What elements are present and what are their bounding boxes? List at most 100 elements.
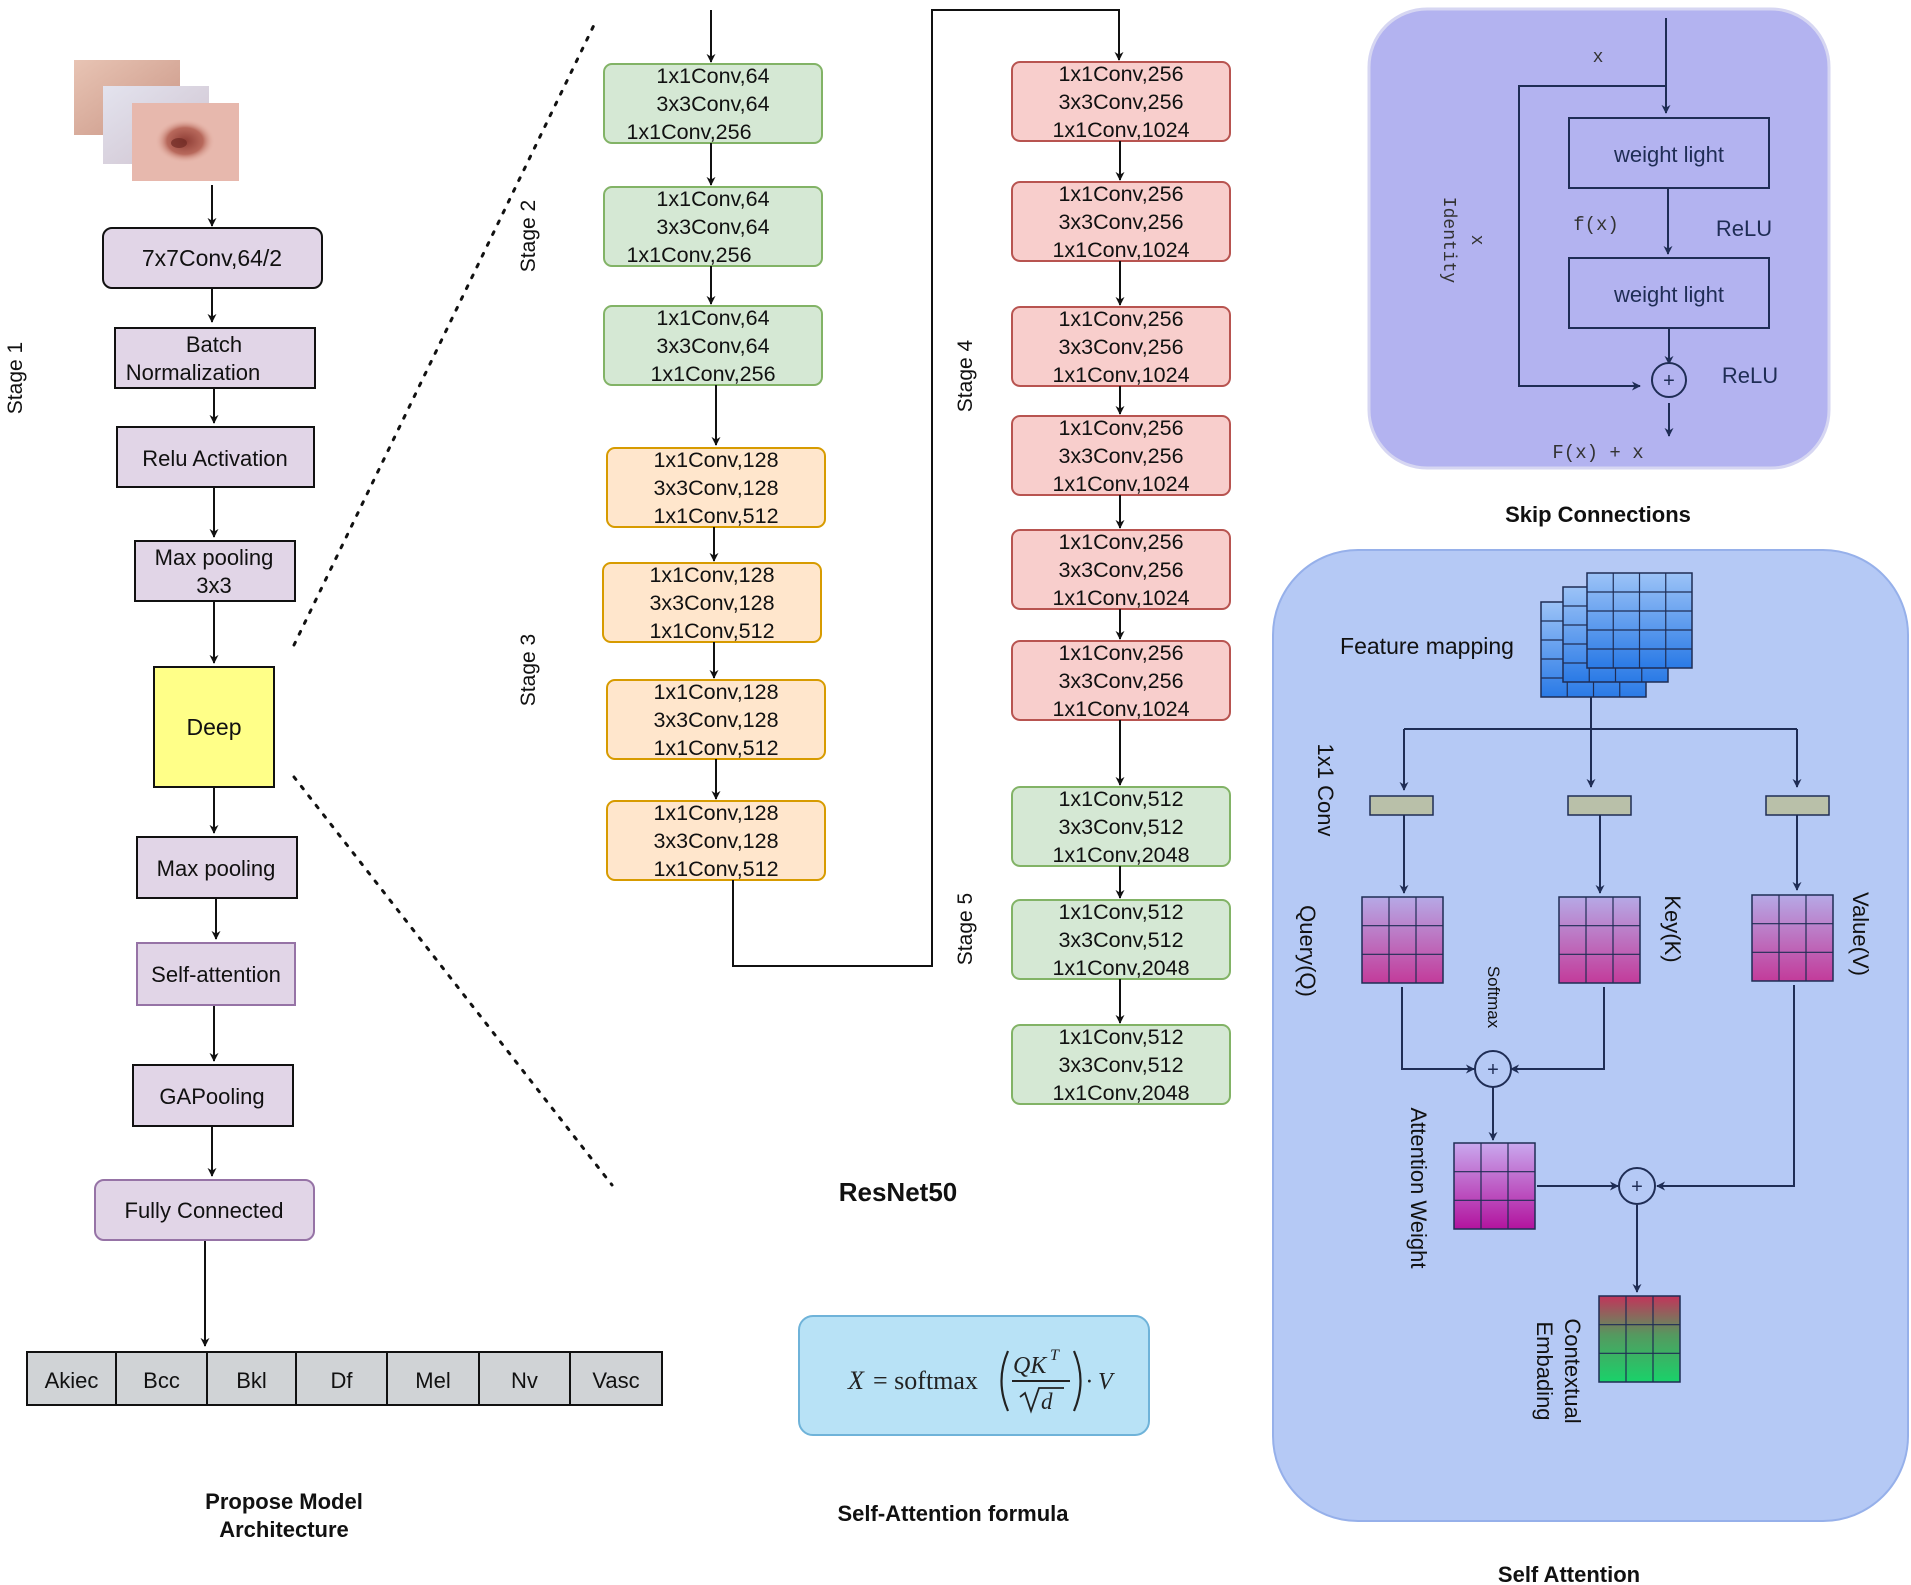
svg-text:Vasc: Vasc xyxy=(592,1368,639,1393)
query-matrix xyxy=(1361,896,1444,984)
value-matrix xyxy=(1751,894,1834,982)
svg-text:Bkl: Bkl xyxy=(236,1368,267,1393)
architecture-caption: Propose Model Architecture xyxy=(205,1489,363,1542)
svg-text:1x1Conv,256: 1x1Conv,256 xyxy=(626,120,751,144)
sum-node-icon xyxy=(1618,1167,1656,1205)
max-pooling-box: Max pooling xyxy=(136,836,298,899)
class-cell-vasc: Vasc xyxy=(569,1351,663,1406)
self-attention-caption: Self Attention xyxy=(1498,1562,1640,1585)
svg-text:1x1Conv,2048: 1x1Conv,2048 xyxy=(1052,843,1189,867)
svg-text:3x3: 3x3 xyxy=(196,573,231,598)
svg-text:Fully Connected: Fully Connected xyxy=(125,1198,284,1223)
svg-text:1x1Conv,1024: 1x1Conv,1024 xyxy=(1052,118,1189,142)
skip-connections-caption: Skip Connections xyxy=(1505,502,1691,527)
svg-text:Bcc: Bcc xyxy=(143,1368,180,1393)
class-cell-mel: Mel xyxy=(386,1351,480,1406)
svg-text:1x1Conv,512: 1x1Conv,512 xyxy=(653,736,778,760)
svg-text:1x1Conv,256: 1x1Conv,256 xyxy=(650,362,775,386)
stage2-block-2: 1x1Conv,64 3x3Conv,64 1x1Conv,256 xyxy=(603,186,823,267)
svg-text:Batch: Batch xyxy=(186,332,242,357)
stage1-label: Stage 1 xyxy=(4,342,27,414)
svg-text:3x3Conv,128: 3x3Conv,128 xyxy=(653,708,778,732)
svg-text:f(x): f(x) xyxy=(1573,214,1619,236)
svg-text:3x3Conv,256: 3x3Conv,256 xyxy=(1058,444,1183,468)
svg-text:Query(Q): Query(Q) xyxy=(1295,905,1320,997)
svg-text:· V: · V xyxy=(1086,1369,1115,1395)
svg-text:3x3Conv,256: 3x3Conv,256 xyxy=(1058,558,1183,582)
svg-text:Mel: Mel xyxy=(415,1368,450,1393)
conv-bar xyxy=(1567,795,1632,816)
svg-text:1x1Conv,256: 1x1Conv,256 xyxy=(1058,641,1183,665)
svg-text:+: + xyxy=(1631,1176,1643,1198)
relu-activation-box: Relu Activation xyxy=(116,426,315,488)
svg-text:1x1Conv,1024: 1x1Conv,1024 xyxy=(1052,238,1189,262)
max-pooling-3x3-box: Max pooling 3x3 xyxy=(134,540,296,602)
svg-text:3x3Conv,256: 3x3Conv,256 xyxy=(1058,90,1183,114)
svg-text:Relu Activation: Relu Activation xyxy=(142,446,288,471)
svg-text:Embading: Embading xyxy=(1532,1321,1557,1420)
flow-line xyxy=(1401,987,1475,1074)
svg-text:Identity: Identity xyxy=(1438,197,1458,284)
stage-label: Stage 4 xyxy=(954,339,977,412)
svg-text:3x3Conv,128: 3x3Conv,128 xyxy=(653,476,778,500)
svg-text:3x3Conv,512: 3x3Conv,512 xyxy=(1058,815,1183,839)
svg-text:1x1Conv,64: 1x1Conv,64 xyxy=(656,64,769,88)
svg-text:1x1Conv,512: 1x1Conv,512 xyxy=(1058,900,1183,924)
zoom-dotted-lines xyxy=(292,23,614,1187)
svg-text:ReLU: ReLU xyxy=(1716,216,1772,241)
class-output-bar: Akiec Bcc Bkl Df Mel Nv Vasc xyxy=(26,1351,663,1406)
svg-text:1x1Conv,512: 1x1Conv,512 xyxy=(649,619,774,643)
svg-text:x: x xyxy=(1466,235,1486,246)
svg-text:Df: Df xyxy=(331,1368,354,1393)
svg-text:1x1Conv,1024: 1x1Conv,1024 xyxy=(1052,697,1189,721)
svg-text:Max pooling: Max pooling xyxy=(157,856,276,881)
sum-node-icon xyxy=(1651,362,1687,398)
svg-text:3x3Conv,256: 3x3Conv,256 xyxy=(1058,669,1183,693)
svg-text:Propose Model: Propose Model xyxy=(205,1489,363,1514)
stage4-block-1: 1x1Conv,256 3x3Conv,256 1x1Conv,1024 xyxy=(1011,61,1231,142)
svg-text:1x1Conv,1024: 1x1Conv,1024 xyxy=(1052,586,1189,610)
feature-map-front xyxy=(1586,572,1693,669)
svg-text:1x1Conv,256: 1x1Conv,256 xyxy=(1058,307,1183,331)
attention-weight-matrix xyxy=(1453,1142,1536,1230)
class-cell-nv: Nv xyxy=(478,1351,571,1406)
svg-text:+: + xyxy=(1663,370,1675,392)
batch-normalization-box: Batch Normalization xyxy=(114,327,316,389)
gap-pooling-box: GAPooling xyxy=(132,1064,294,1127)
svg-text:1x1Conv,256: 1x1Conv,256 xyxy=(1058,530,1183,554)
svg-text:1x1Conv,256: 1x1Conv,256 xyxy=(626,243,751,267)
svg-text:Self-attention: Self-attention xyxy=(151,962,281,987)
svg-text:1x1Conv,128: 1x1Conv,128 xyxy=(653,680,778,704)
svg-text:3x3Conv,128: 3x3Conv,128 xyxy=(649,591,774,615)
svg-text:weight light: weight light xyxy=(1613,142,1724,167)
svg-text:1x1Conv,64: 1x1Conv,64 xyxy=(656,187,769,211)
svg-text:1x1Conv,256: 1x1Conv,256 xyxy=(1058,62,1183,86)
svg-text:X: X xyxy=(847,1366,865,1395)
flow-line xyxy=(1656,985,1795,1191)
svg-text:3x3Conv,512: 3x3Conv,512 xyxy=(1058,1053,1183,1077)
deep-box: Deep xyxy=(153,666,275,788)
class-cell-akiec: Akiec xyxy=(26,1351,117,1406)
formula-panel: X = softmax QK T d · V xyxy=(798,1315,1150,1436)
svg-text:Key(K): Key(K) xyxy=(1660,895,1685,962)
svg-text:1x1Conv,512: 1x1Conv,512 xyxy=(1058,1025,1183,1049)
svg-text:= softmax: = softmax xyxy=(873,1366,978,1395)
svg-text:x: x xyxy=(1593,48,1604,68)
svg-text:weight light: weight light xyxy=(1613,282,1724,307)
svg-text:Nv: Nv xyxy=(511,1368,538,1393)
skip-connection-panel: + x x Identity f(x) weight light weight … xyxy=(1367,7,1831,470)
key-matrix xyxy=(1558,896,1641,984)
svg-text:3x3Conv,64: 3x3Conv,64 xyxy=(656,215,769,239)
svg-text:1x1Conv,128: 1x1Conv,128 xyxy=(649,563,774,587)
stage-connector xyxy=(732,9,1124,967)
